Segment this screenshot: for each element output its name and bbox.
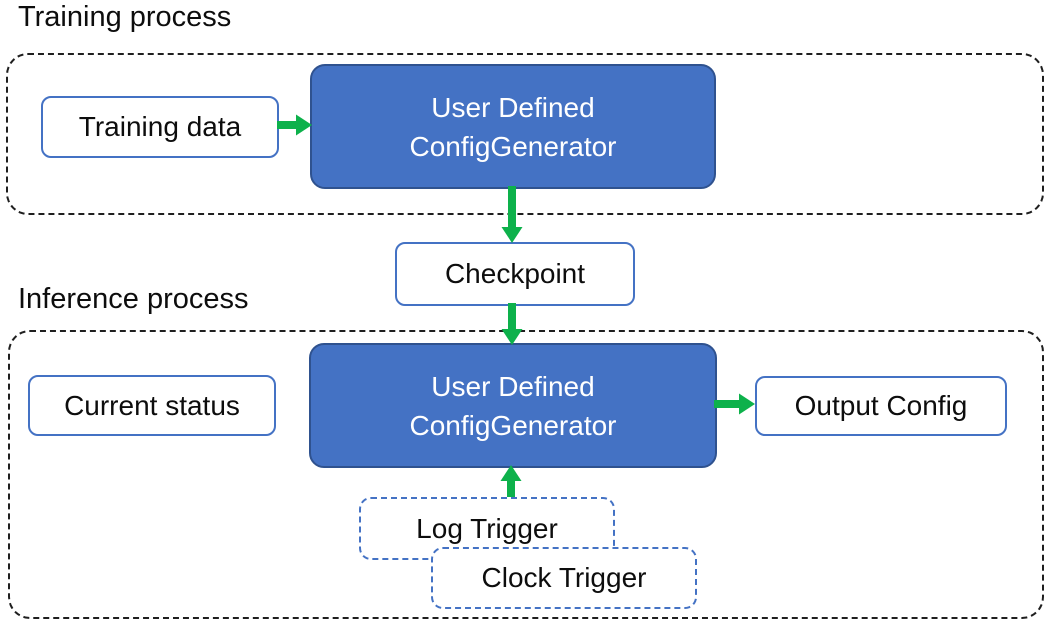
config-generator-training-line2: ConfigGenerator xyxy=(409,130,617,162)
checkpoint-node: Checkpoint xyxy=(395,242,635,306)
training-section xyxy=(6,53,1044,215)
inference-section xyxy=(8,330,1044,619)
config-generator-inference-line1: User Defined xyxy=(431,370,595,402)
training-process-label: Training process xyxy=(18,1,232,33)
config-generator-inference-node: User Defined ConfigGenerator xyxy=(309,343,717,468)
current-status-node: Current status xyxy=(28,375,276,436)
config-generator-training-line1: User Defined xyxy=(431,91,595,123)
training-data-node: Training data xyxy=(41,96,279,158)
config-generator-training-node: User Defined ConfigGenerator xyxy=(310,64,716,189)
inference-process-label: Inference process xyxy=(18,283,249,315)
clock-trigger-node: Clock Trigger xyxy=(431,547,697,609)
config-generator-inference-line2: ConfigGenerator xyxy=(409,409,617,441)
output-config-node: Output Config xyxy=(755,376,1007,436)
